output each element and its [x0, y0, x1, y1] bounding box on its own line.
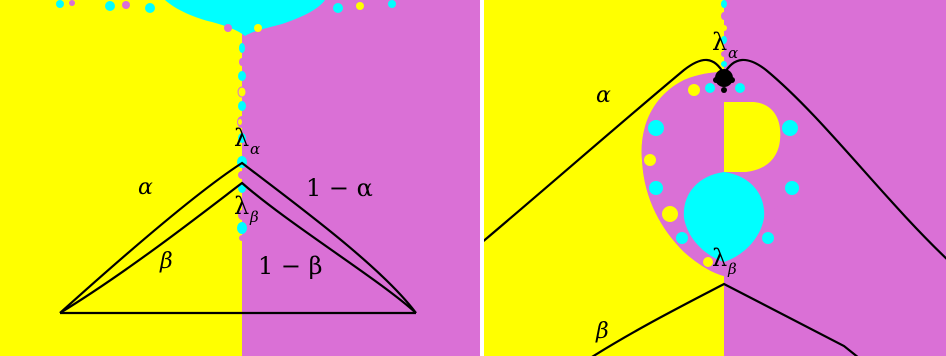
magenta-region — [242, 0, 480, 356]
left-fractal-svg: α 1 − α β 1 − β λ α λ β — [0, 0, 480, 356]
left-fractal-panel: α 1 − α β 1 − β λ α λ β — [0, 0, 480, 356]
top-fractal-cluster — [56, 0, 396, 36]
left-curves — [59, 161, 417, 315]
lambda-beta-sub: β — [727, 260, 737, 278]
boundary-fractal-chain — [237, 43, 247, 241]
label-one-minus-alpha: 1 − α — [306, 174, 373, 202]
lambda-beta-base: λ — [712, 244, 727, 272]
alpha-curve — [59, 161, 417, 314]
lambda-beta-base: λ — [234, 192, 249, 220]
lambda-beta-sub: β — [249, 208, 259, 226]
label-one-minus-beta: 1 − β — [258, 252, 323, 280]
label-beta: β — [595, 319, 609, 344]
label-beta: β — [159, 249, 173, 274]
top-fractal-chain — [721, 0, 727, 67]
label-lambda-alpha: λ α — [712, 28, 738, 62]
black-fractal-blob — [713, 69, 735, 93]
label-lambda-alpha: λ α — [234, 124, 260, 158]
label-alpha: α — [596, 83, 611, 108]
lambda-alpha-sub: α — [728, 44, 738, 62]
label-lambda-beta: λ β — [234, 192, 259, 226]
alpha-curve — [484, 58, 946, 260]
beta-curve — [59, 181, 417, 314]
yellow-region — [0, 0, 242, 356]
right-curves — [484, 58, 946, 356]
right-fractal-svg: α β λ α λ β — [484, 0, 946, 356]
beta-curve — [591, 282, 859, 356]
label-lambda-beta: λ β — [712, 244, 737, 278]
label-alpha: α — [138, 175, 153, 200]
lambda-alpha-base: λ — [712, 28, 727, 56]
lambda-alpha-sub: α — [250, 140, 260, 158]
lambda-alpha-base: λ — [234, 124, 249, 152]
right-fractal-panel: α β λ α λ β — [484, 0, 946, 356]
fractal-body — [641, 72, 805, 276]
